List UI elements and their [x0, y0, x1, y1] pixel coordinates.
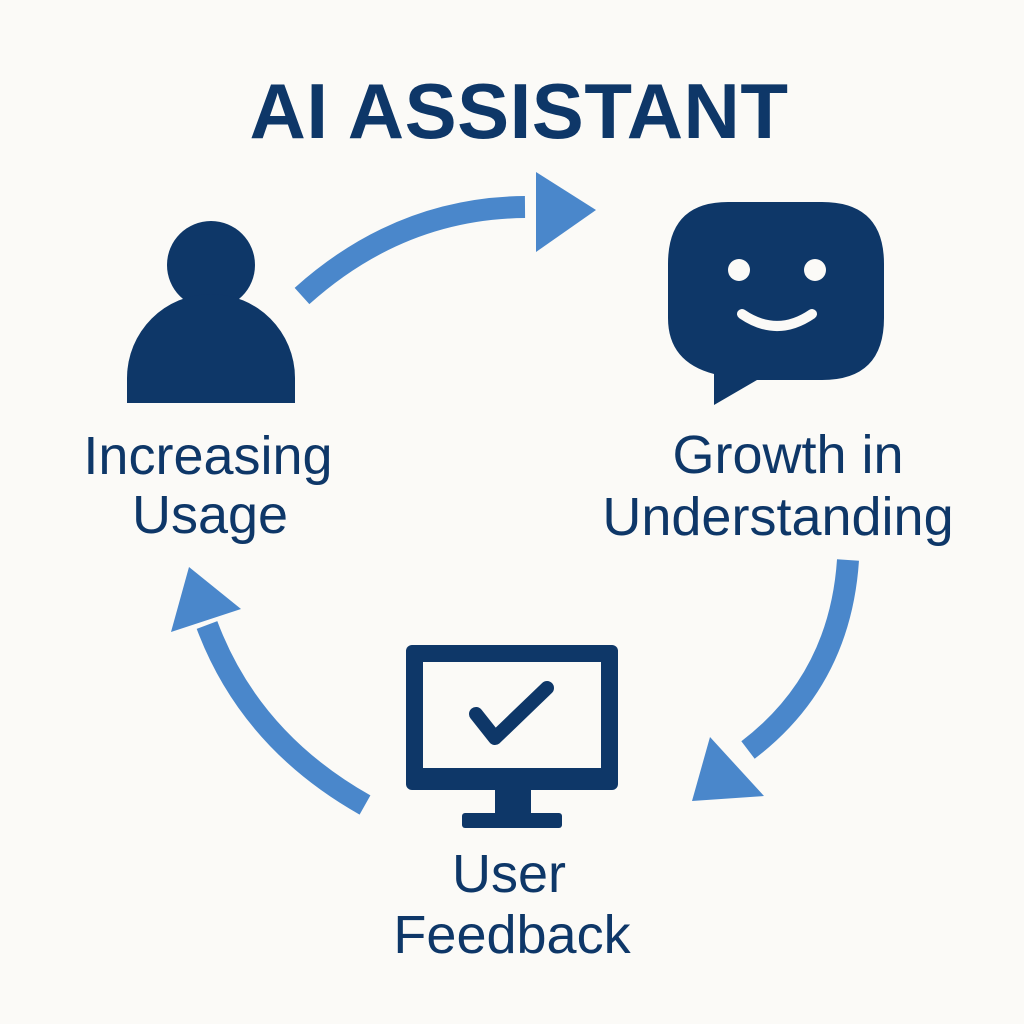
diagram-title: AI ASSISTANT — [249, 67, 788, 155]
node-label-line: Growth in — [672, 425, 903, 485]
monitor-checkmark-icon — [406, 645, 618, 828]
arrow-understanding-to-feedback — [692, 559, 859, 801]
node-growth-in-understanding: Growth in Understanding — [602, 202, 954, 547]
arrowhead — [171, 567, 241, 632]
node-label-line: Feedback — [393, 905, 631, 965]
user-icon — [127, 221, 295, 403]
checkmark — [469, 681, 554, 745]
smiling-chat-bubble-icon — [668, 202, 884, 405]
eye-dot — [728, 259, 750, 281]
node-label-line: Increasing — [83, 426, 332, 486]
node-user-feedback: User Feedback — [393, 645, 632, 965]
arrow-usage-to-understanding — [294, 172, 596, 305]
arrow-feedback-to-usage — [171, 567, 371, 815]
node-label-line: Understanding — [602, 487, 953, 547]
arrowhead — [536, 172, 596, 252]
arrowhead — [692, 737, 764, 801]
node-label-line: Usage — [132, 485, 288, 545]
eye-dot — [804, 259, 826, 281]
node-label-line: User — [452, 844, 566, 904]
smile — [737, 309, 817, 331]
node-increasing-usage: Increasing Usage — [83, 221, 333, 545]
